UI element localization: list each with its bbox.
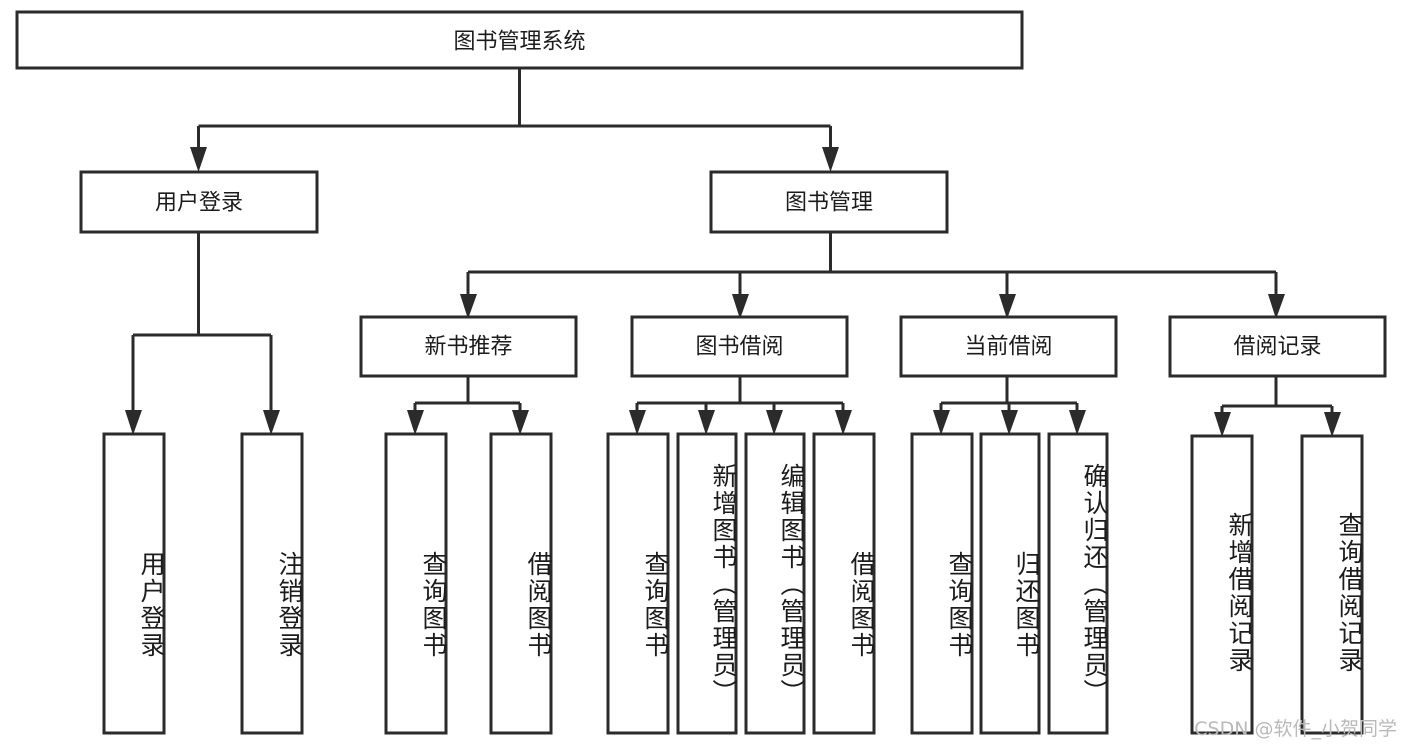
node-box-leaf-query-book-3[interactable] xyxy=(910,432,974,735)
arrow-head-borrowrecord xyxy=(1268,294,1285,319)
connector-group-borrowrecord xyxy=(1214,376,1341,437)
node-label-root: 图书管理系统 xyxy=(453,30,585,55)
connector-group-newbook xyxy=(407,376,529,435)
arrow-head-leaf-query-record xyxy=(1324,412,1341,437)
node-box-root[interactable] xyxy=(15,10,1024,70)
node-box-book-borrow[interactable] xyxy=(630,315,849,378)
node-box-leaf-borrow-book-2[interactable] xyxy=(812,432,876,735)
node-label-user-login: 用户登录 xyxy=(155,191,243,216)
arrow-head-leaf-add-record xyxy=(1214,412,1231,437)
node-box-leaf-query-book-2[interactable] xyxy=(606,432,670,735)
node-box-leaf-borrow-book-1[interactable] xyxy=(489,432,553,735)
arrow-head-leaf-borrow-book-2 xyxy=(835,410,852,435)
node-box-leaf-user-logout[interactable] xyxy=(240,432,304,735)
node-box-leaf-user-login[interactable] xyxy=(102,432,166,735)
connector-group-bookborrow xyxy=(629,376,852,435)
node-label-borrow-record: 借阅记录 xyxy=(1233,335,1321,360)
arrow-head-newbook xyxy=(460,294,477,319)
node-box-user-login[interactable] xyxy=(79,170,319,234)
arrow-head-leaf-user-login xyxy=(125,410,142,435)
arrow-head-leaf-query-book-1 xyxy=(407,410,424,435)
arrow-head-bookmanage xyxy=(822,147,839,172)
connector-group-bookmanage xyxy=(460,232,1285,319)
arrow-head-leaf-query-book-2 xyxy=(629,410,646,435)
arrow-head-leaf-confirm-return xyxy=(1069,410,1086,435)
arrow-head-leaf-edit-book xyxy=(766,410,783,435)
node-label-book-borrow: 图书借阅 xyxy=(695,335,783,360)
node-label-new-book-recommend: 新书推荐 xyxy=(424,335,512,360)
connector-group-userlogin xyxy=(125,232,280,435)
connector-group-root xyxy=(190,68,839,172)
arrow-head-bookborrow xyxy=(732,294,749,319)
arrow-head-leaf-return-book xyxy=(1001,410,1018,435)
connector-group-currentborrow xyxy=(933,376,1086,435)
node-box-book-manage[interactable] xyxy=(709,170,949,234)
arrow-head-leaf-user-logout xyxy=(263,410,280,435)
node-label-current-borrow: 当前借阅 xyxy=(964,335,1052,360)
arrow-head-leaf-add-book xyxy=(698,410,715,435)
arrow-head-userlogin xyxy=(190,147,207,172)
node-box-leaf-add-book[interactable] xyxy=(676,432,738,735)
node-box-new-book-recommend[interactable] xyxy=(359,315,578,378)
watermark-text: CSDN @软件_小贺同学 xyxy=(1194,718,1397,740)
node-box-leaf-return-book[interactable] xyxy=(979,432,1041,735)
node-label-book-manage: 图书管理 xyxy=(785,191,873,216)
node-box-leaf-query-record[interactable] xyxy=(1300,434,1364,735)
node-box-leaf-query-book-1[interactable] xyxy=(384,432,448,735)
node-box-borrow-record[interactable] xyxy=(1168,315,1387,378)
arrow-head-leaf-query-book-3 xyxy=(933,410,950,435)
node-box-leaf-confirm-return[interactable] xyxy=(1047,432,1109,735)
node-box-current-borrow[interactable] xyxy=(899,315,1118,378)
node-box-leaf-edit-book[interactable] xyxy=(744,432,806,735)
node-box-leaf-add-record[interactable] xyxy=(1190,434,1254,735)
arrow-head-currentborrow xyxy=(999,294,1016,319)
arrow-head-leaf-borrow-book-1 xyxy=(512,410,529,435)
